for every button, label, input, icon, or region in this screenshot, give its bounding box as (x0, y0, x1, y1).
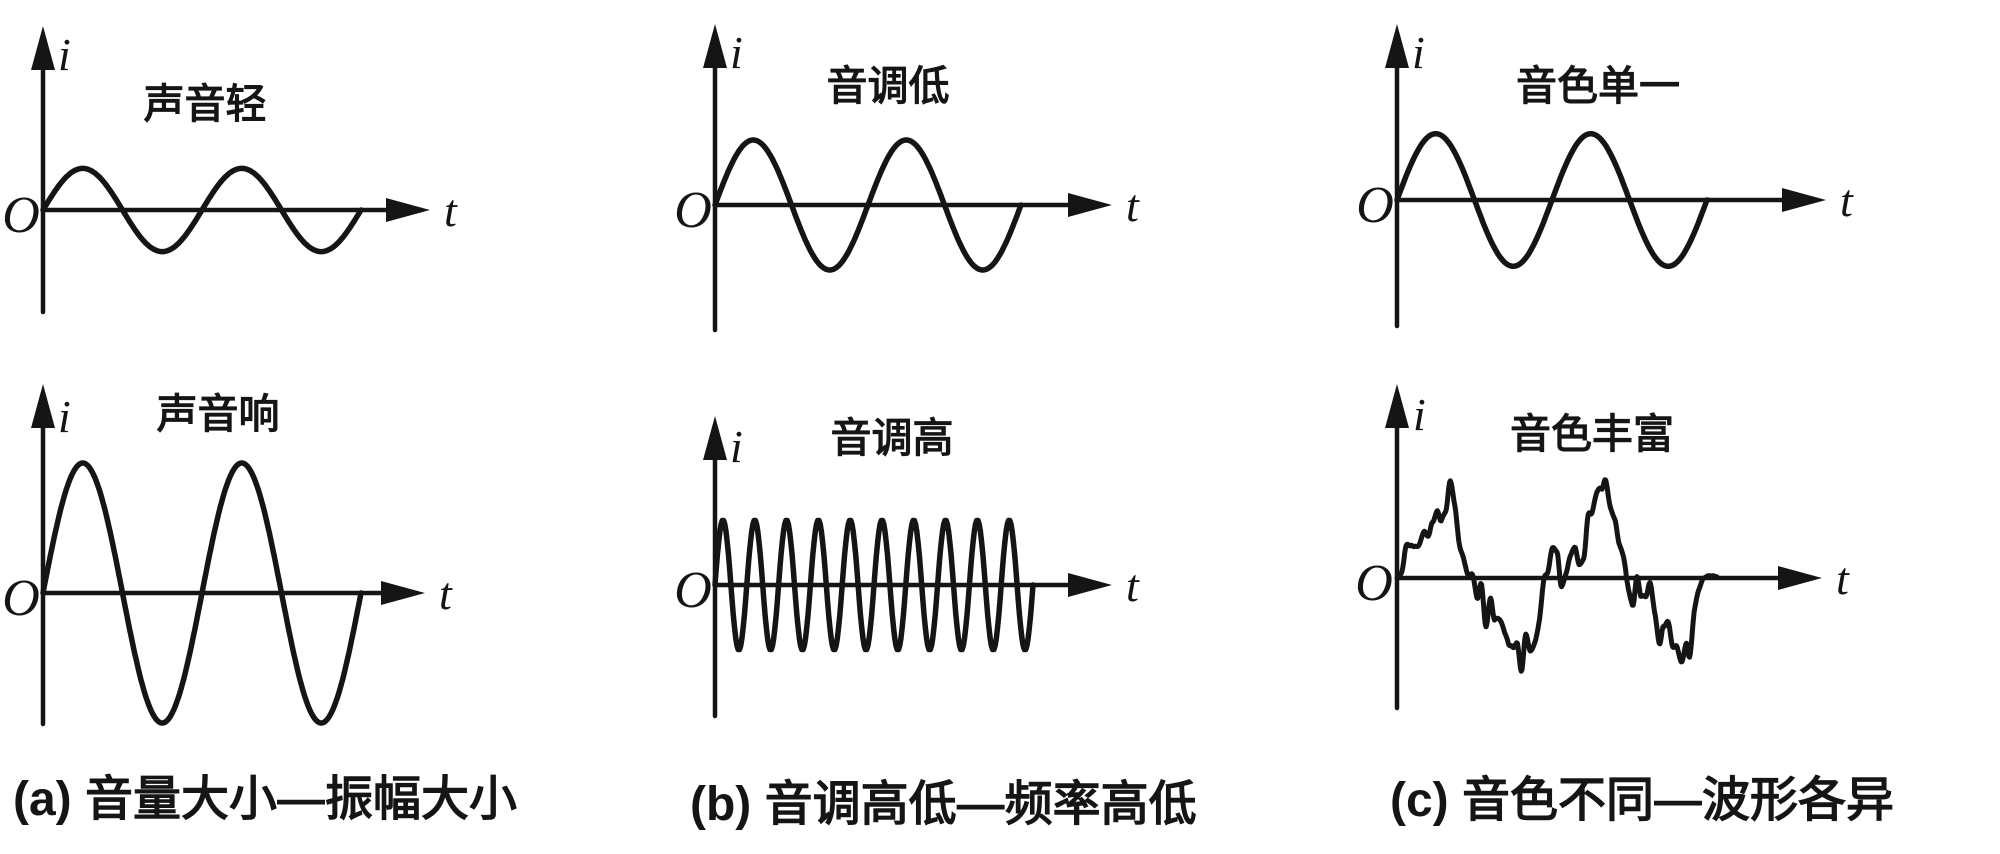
y-axis-label: i (730, 421, 743, 472)
y-axis-label: i (58, 391, 71, 442)
x-axis-arrow-icon (1782, 188, 1826, 212)
panel-title: 音调高 (831, 415, 954, 461)
waveform (1394, 130, 1710, 270)
y-axis-arrow-icon (1385, 384, 1409, 428)
x-axis-label: t (1840, 175, 1854, 226)
x-axis-arrow-icon (1778, 566, 1822, 590)
x-axis-label: t (1126, 180, 1140, 231)
panel-title: 音调低 (827, 63, 950, 109)
waveform (712, 137, 1024, 273)
x-axis-arrow-icon (1068, 193, 1112, 217)
origin-label: O (674, 562, 712, 619)
x-axis-label: t (439, 568, 453, 619)
caption-b: (b) 音调高低—频率高低 (690, 778, 1197, 831)
x-axis-label: t (444, 185, 458, 236)
panel-low-pitch: i t O 音调低 (674, 24, 1140, 333)
y-axis-arrow-icon (31, 26, 55, 70)
caption-c: (c) 音色不同—波形各异 (1390, 774, 1894, 827)
y-axis-label: i (1412, 27, 1425, 78)
panel-title: 声音响 (157, 391, 280, 437)
waveform (40, 165, 364, 255)
panel-title: 音色丰富 (1510, 411, 1674, 457)
y-axis-label: i (730, 27, 743, 78)
caption-a: (a) 音量大小—振幅大小 (13, 773, 517, 826)
origin-label: O (1355, 555, 1393, 612)
y-axis-arrow-icon (1385, 24, 1409, 68)
origin-label: O (1356, 177, 1394, 234)
panel-quiet-sound: i t O 声音轻 (2, 26, 458, 315)
panel-title: 声音轻 (144, 81, 267, 127)
waveform (712, 517, 1036, 653)
y-axis-arrow-icon (703, 24, 727, 68)
x-axis-label: t (1836, 553, 1850, 604)
panel-high-pitch: i t O 音调高 (674, 415, 1140, 719)
x-axis-arrow-icon (386, 198, 430, 222)
y-axis-arrow-icon (31, 384, 55, 428)
origin-label: O (2, 570, 40, 627)
x-axis-label: t (1126, 560, 1140, 611)
panel-loud-sound: i t O 声音响 (2, 384, 453, 727)
y-axis-label: i (1413, 389, 1426, 440)
x-axis-arrow-icon (381, 581, 425, 605)
y-axis-arrow-icon (703, 416, 727, 460)
panel-pure-timbre: i t O 音色单一 (1356, 24, 1854, 329)
origin-label: O (674, 182, 712, 239)
y-axis-label: i (58, 29, 71, 80)
panel-title: 音色单一 (1516, 63, 1680, 109)
waveform (40, 460, 364, 726)
panel-rich-timbre: i t O 音色丰富 (1355, 384, 1850, 711)
origin-label: O (2, 187, 40, 244)
x-axis-arrow-icon (1068, 573, 1112, 597)
waveform (1394, 477, 1720, 674)
